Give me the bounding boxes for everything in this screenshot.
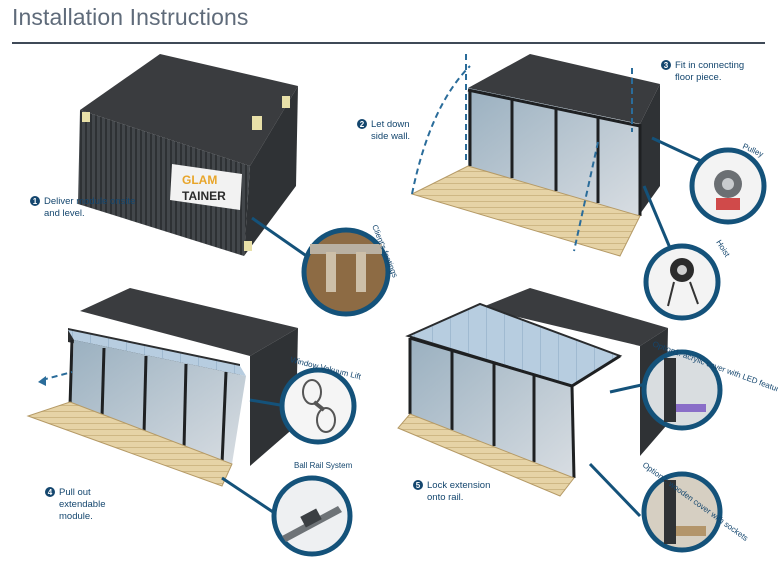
step5-container [398,288,668,496]
logo-line2: TAINER [182,189,226,203]
installation-illustration: GLAM TAINER Client's footings 1 Deliver … [0,46,778,581]
step3-label: 3 Fit in connecting floor piece. [661,60,744,83]
step5-label: 5 Lock extension onto rail. [413,480,490,503]
logo-line1: GLAM [182,173,217,187]
step2-container [412,54,660,256]
step5-number: 5 [416,481,421,490]
step1-text-line2: and level. [44,208,85,219]
ball-rail-label: Ball Rail System [294,461,353,470]
step2-number: 2 [360,120,365,129]
page-title: Installation Instructions [12,4,248,31]
step5-text-line2: onto rail. [427,492,463,503]
hoist-callout [646,246,718,318]
pulley-callout [692,150,764,222]
step1-number: 1 [33,197,38,206]
ball-rail-callout [274,478,350,554]
step4-container [28,288,298,486]
vacuum-lift-callout [282,370,354,442]
step3-text-line1: Fit in connecting [675,60,744,71]
footings-callout [304,230,388,314]
step5-text-line1: Lock extension [427,480,490,491]
step1-text-line1: Deliver module onsite [44,196,135,207]
step4-text-line1: Pull out [59,487,91,498]
step2-label: 2 Let down side wall. [357,119,410,142]
title-divider [12,42,765,44]
step4-text-line3: module. [59,511,93,522]
step2-text-line1: Let down [371,119,410,130]
step4-number: 4 [48,488,53,497]
step2-text-line2: side wall. [371,131,410,142]
step4-text-line2: extendable [59,499,105,510]
step3-text-line2: floor piece. [675,72,721,83]
step3-number: 3 [664,61,669,70]
step4-label: 4 Pull out extendable module. [45,487,105,522]
hoist-label: Hoist [714,238,732,259]
